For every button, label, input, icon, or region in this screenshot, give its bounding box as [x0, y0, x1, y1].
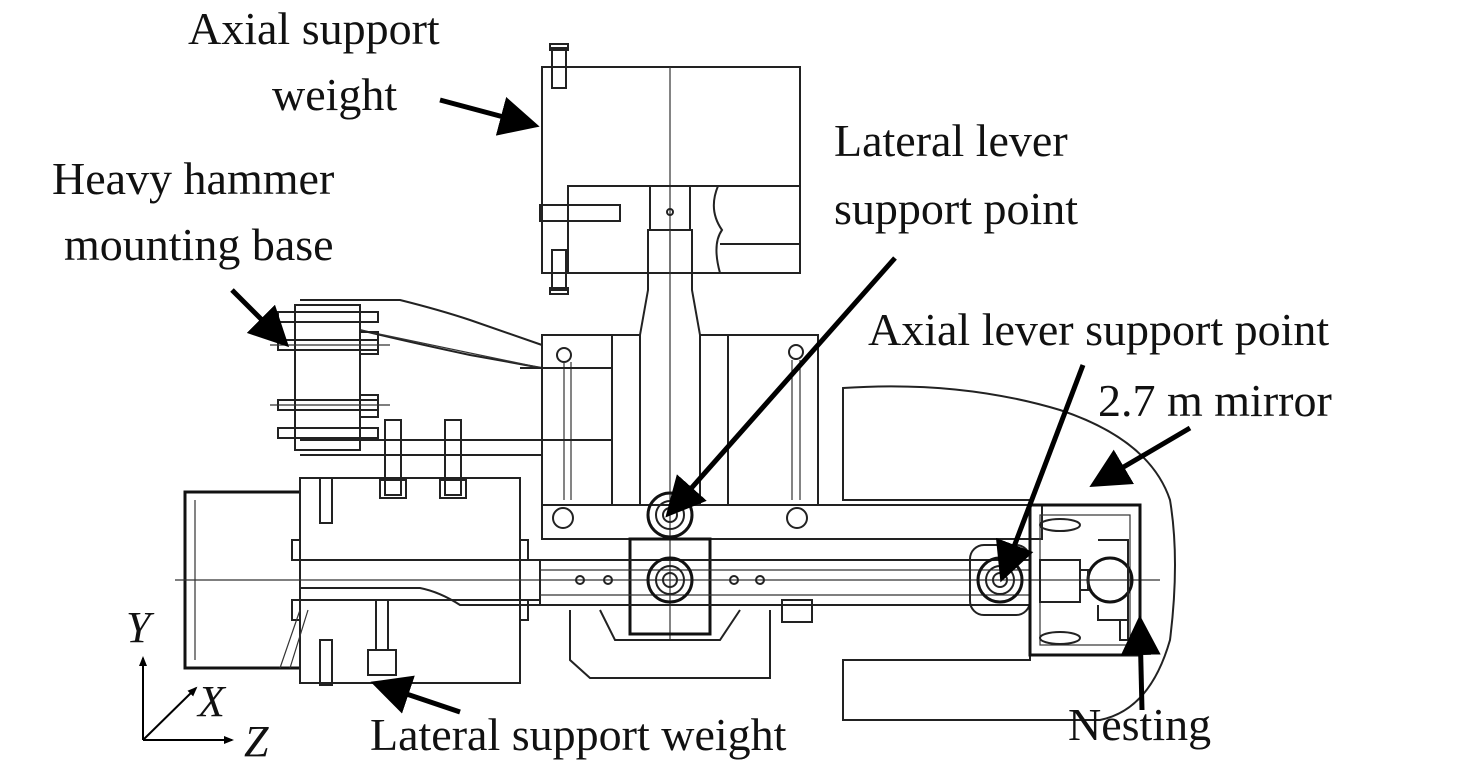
label-lateral-lever-2: support point	[834, 183, 1078, 234]
axis-y-label: Y	[126, 603, 155, 652]
left-housing	[175, 419, 1160, 686]
annotation-arrows	[230, 96, 1192, 715]
arrow-mirror	[1089, 425, 1192, 488]
axial-lever	[539, 544, 1031, 623]
axis-z-label: Z	[244, 717, 269, 766]
arrow-nesting	[1120, 615, 1161, 711]
label-axial-lever-point: Axial lever support point	[868, 304, 1329, 355]
labels: Axial support weight Heavy hammer mounti…	[52, 3, 1332, 760]
arrow-lateral-lever-point	[665, 256, 897, 518]
label-nesting: Nesting	[1068, 699, 1211, 750]
nesting	[1039, 539, 1134, 641]
label-axial-support-weight-2: weight	[272, 69, 397, 120]
coordinate-axes: Y X Z	[126, 603, 269, 766]
label-lateral-lever-1: Lateral lever	[834, 115, 1068, 166]
label-mirror: 2.7 m mirror	[1098, 375, 1332, 426]
lower-bearing	[646, 556, 694, 604]
arrow-axial-lever-point	[995, 364, 1086, 583]
label-heavy-hammer-1: Heavy hammer	[52, 153, 334, 204]
label-lateral-support-weight: Lateral support weight	[370, 709, 787, 760]
heavy-hammer-mounting-base	[270, 304, 390, 451]
heavy-hammer-arm	[300, 299, 613, 456]
axis-x-label: X	[196, 677, 227, 726]
axial-support-weight	[539, 43, 801, 295]
lever-housing	[541, 334, 1043, 679]
arrow-lateral-support-weight	[370, 675, 461, 715]
label-axial-support-weight-1: Axial support	[188, 3, 440, 54]
label-heavy-hammer-2: mounting base	[64, 219, 334, 270]
arrow-axial-support-weight	[439, 96, 540, 136]
arrow-heavy-hammer	[230, 288, 290, 348]
